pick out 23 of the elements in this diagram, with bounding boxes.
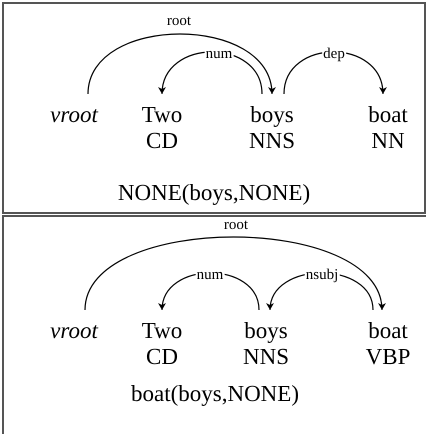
dependency-arc	[283, 51, 386, 94]
word-text: boys	[249, 102, 295, 128]
dependency-arc	[87, 34, 275, 94]
parse-caption: NONE(boys,NONE)	[118, 180, 310, 206]
root-word: vroot	[34, 102, 114, 128]
word-text: boat	[367, 318, 409, 344]
panel-frame	[2, 215, 426, 434]
pos-tag: CD	[122, 344, 202, 370]
pos-tag: CD	[122, 128, 202, 154]
edge-label: nsubj	[304, 267, 340, 283]
edge-label: dep	[322, 46, 346, 62]
panel-frame	[2, 2, 426, 214]
pos-tag: NNS	[232, 128, 312, 154]
word-text: boat	[367, 102, 409, 128]
pos-tag: NN	[348, 128, 428, 154]
pos-tag: NNS	[226, 344, 306, 370]
dependency-arc	[84, 236, 384, 310]
word-text: Two	[140, 318, 184, 344]
parse-caption: boat(boys,NONE)	[131, 381, 299, 407]
word-text: boys	[243, 318, 289, 344]
pos-tag: VBP	[348, 344, 428, 370]
word-text: Two	[140, 102, 184, 128]
root-word: vroot	[34, 318, 114, 344]
